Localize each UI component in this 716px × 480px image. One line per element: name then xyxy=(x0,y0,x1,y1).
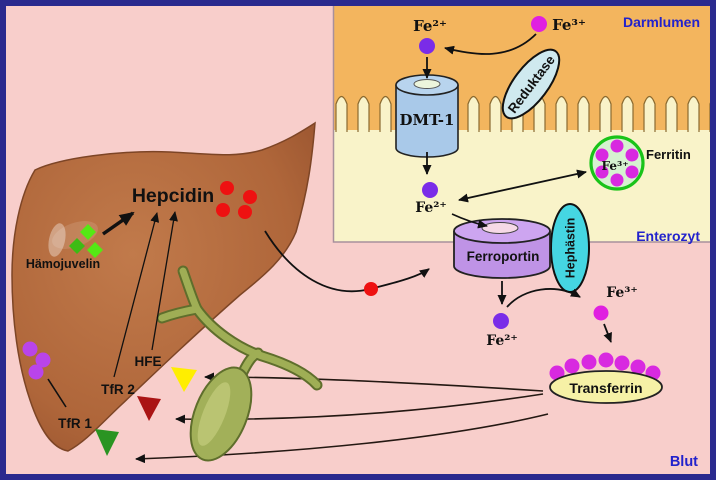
hepcidin-dot-on-path xyxy=(364,282,378,296)
fe3-dot-blood xyxy=(593,305,609,321)
hepcidin-label: Hepcidin xyxy=(132,185,214,207)
blut-region-label: Blut xyxy=(670,454,698,470)
transferrin-complex: Transferrin xyxy=(549,352,663,404)
hepcidin-dot xyxy=(238,205,252,219)
receptor-dot xyxy=(28,364,44,380)
fe2-dot-blood xyxy=(493,313,509,329)
ferroportin-pore xyxy=(481,222,519,234)
fe2-label-enterocyte: Fe²⁺ xyxy=(415,200,447,216)
haemojuvelin-diamond xyxy=(80,224,96,240)
receptor-triangle-darkred xyxy=(137,396,161,421)
fe2-ferritin-exchange-arrow xyxy=(458,169,587,203)
hepcidin-to-ferroportin-arrow xyxy=(264,230,430,293)
fe2-label-blood: Fe²⁺ xyxy=(486,333,518,349)
receptor-triangle-yellow xyxy=(171,367,197,392)
haemojuvelin-complex xyxy=(69,224,103,258)
receptor-dot xyxy=(22,341,38,357)
tfr2-to-hepcidin-arrow xyxy=(113,212,160,378)
intestine-box xyxy=(332,2,713,243)
liver-shape xyxy=(11,121,316,452)
hfe-label: HFE xyxy=(135,354,162,369)
haemojuvelin-diamond xyxy=(69,238,85,254)
enterocyte-content: Fe²⁺ Fe³⁺ Ferritin Enterozyt xyxy=(415,135,700,244)
tfr2-label: TfR 2 xyxy=(101,382,135,397)
liver-highlight xyxy=(48,223,66,257)
haemojuvelin-to-hepcidin-arrow xyxy=(101,211,135,236)
hfe-to-hepcidin-arrow xyxy=(151,211,178,351)
hephaestin-label: Hephästin xyxy=(564,218,578,278)
haemojuvelin-label: Hämojuvelin xyxy=(26,257,100,271)
fe2-into-ferroportin-arrow xyxy=(451,213,488,229)
receptor-dot xyxy=(35,352,51,368)
hepcidin-dot xyxy=(243,190,257,204)
haemojuvelin-diamond xyxy=(87,242,103,258)
fe2-dot-enterocyte xyxy=(422,182,438,198)
transferrin-label: Transferrin xyxy=(569,380,642,396)
ferroportin-label: Ferroportin xyxy=(467,249,540,264)
fe3-to-fe2-reduction-arrow xyxy=(444,33,537,55)
receptor-triangle-green xyxy=(95,429,119,456)
dots-to-tfr1-line xyxy=(47,378,67,408)
hepcidin-dot xyxy=(216,203,230,217)
liver-receptor-dots xyxy=(22,341,51,380)
gallbladder xyxy=(156,265,323,462)
hepcidin-dot xyxy=(220,181,234,195)
gallbladder-highlight xyxy=(197,382,231,446)
hepcidin-dots xyxy=(216,181,257,219)
enterozyt-region-label: Enterozyt xyxy=(636,228,700,244)
ferritin-label: Ferritin xyxy=(646,147,691,162)
dmt1-pore xyxy=(413,79,441,89)
hephaestin-enzyme: Hephästin xyxy=(550,203,590,293)
transferrin-iron-dots xyxy=(549,352,661,381)
ferritin-complex: Fe³⁺ xyxy=(589,135,645,191)
fe3-to-transferrin-arrow xyxy=(603,323,612,343)
dmt1-transporter: DMT-1 xyxy=(395,74,459,158)
ferritin-iron-dots xyxy=(595,139,639,187)
bile-duct xyxy=(158,267,321,389)
darmlumen-region-label: Darmlumen xyxy=(623,14,700,30)
tfr1-label: TfR 1 xyxy=(58,416,92,431)
dmt1-label: DMT-1 xyxy=(400,111,455,129)
ferroportin-transporter: Ferroportin xyxy=(453,218,551,279)
fe2-dot-lumen xyxy=(419,38,435,54)
fe3-dot-lumen xyxy=(531,16,547,32)
fe3-label-lumen: Fe³⁺ xyxy=(552,16,586,34)
fe3-label-blood: Fe³⁺ xyxy=(606,285,638,301)
fe2-label-lumen: Fe²⁺ xyxy=(413,17,447,35)
fe2-oxidation-arrow xyxy=(506,288,581,308)
blood-content: Fe²⁺ Fe³⁺ Transferrin Blut xyxy=(486,281,698,470)
ferritin-core-label: Fe³⁺ xyxy=(601,159,628,173)
